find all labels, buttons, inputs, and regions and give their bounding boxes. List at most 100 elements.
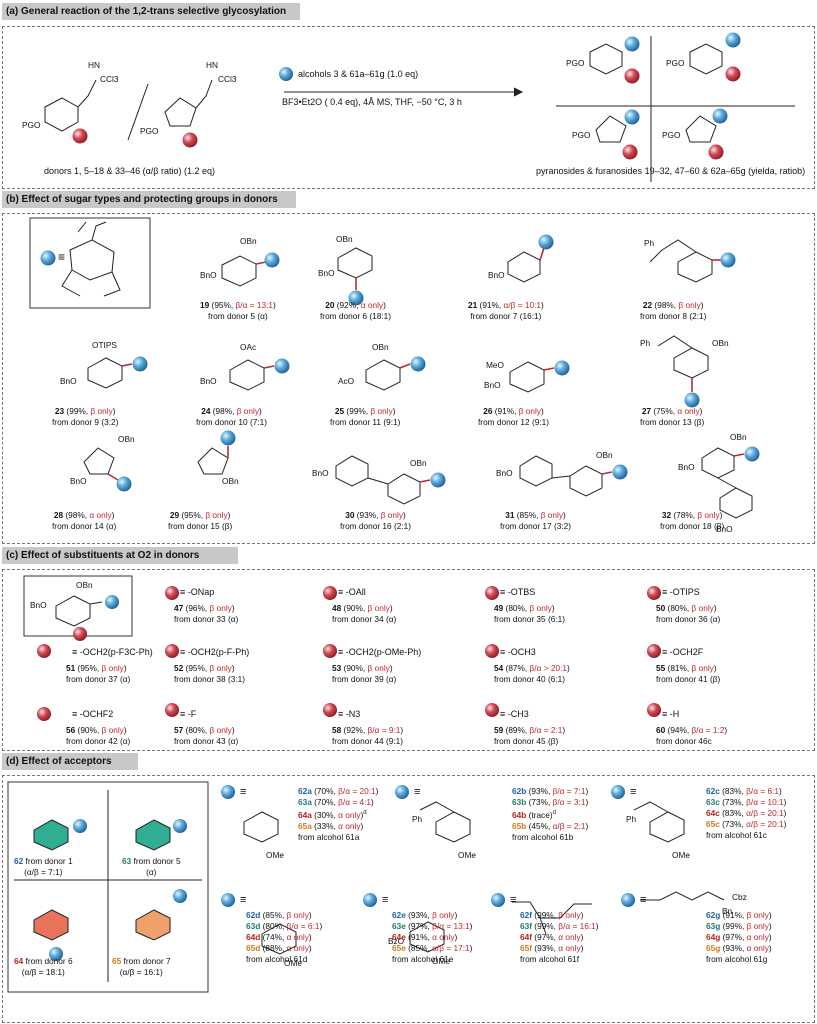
compound-yield: 89%,: [508, 725, 530, 735]
donor-text: from donor 6: [25, 956, 73, 966]
blue-ball: [624, 109, 640, 125]
compound-result: 32 (78%, β only): [661, 510, 723, 520]
result-yield: 97%,: [725, 932, 747, 942]
compound-result: 24 (98%, β only): [201, 406, 262, 416]
result-yield: 91%,: [410, 932, 433, 942]
result-yield: 83%,: [724, 808, 747, 818]
result-number: 63f: [520, 921, 532, 931]
result-group: 62f (99%, β only)63f (99%, β/α = 16:1)64…: [520, 910, 599, 965]
footnote-d: d: [552, 810, 556, 816]
result-number: 63d: [246, 921, 261, 931]
compound-number: 22: [642, 300, 653, 310]
substituent-group: -OTIPS: [669, 587, 700, 597]
result-row: 63a (70%, β/α = 4:1): [298, 797, 374, 807]
result-row: 64a (30%, α only)d: [298, 809, 367, 820]
compound-yield: 95%,: [214, 300, 236, 310]
substituent-formula: ≡ -OCHF2: [72, 709, 113, 719]
compound-label: 26 (91%, β only)from donor 12 (9:1): [478, 406, 549, 428]
result-row: 62c (83%, β/α = 6:1): [706, 786, 782, 796]
compound-result: 50 (80%, β only): [656, 603, 717, 613]
compound-donor: from donor 7 (16:1): [470, 311, 542, 321]
compound-yield: 91%,: [482, 300, 504, 310]
result-selectivity: α/β = 20:1: [746, 819, 784, 829]
compound-label: 59 (89%, β/α = 2:1)from donor 45 (β): [494, 725, 565, 747]
alcohol-source: from alcohol 61e: [392, 954, 454, 964]
compound-result: 47 (96%, β only): [174, 603, 235, 613]
compound-donor: from donor 5 (α): [208, 311, 268, 321]
compound-number: 47: [174, 603, 184, 613]
result-selectivity: α/β = 2:1: [552, 820, 586, 831]
compound-result: 48 (90%, β only): [332, 603, 393, 613]
result-row: 62a (70%, β/α = 20:1): [298, 786, 379, 796]
label-obn: OBn: [410, 458, 427, 468]
label-cbz: Cbz: [732, 892, 747, 902]
compound-number: 49: [494, 603, 504, 613]
result-selectivity: β only: [746, 910, 769, 920]
equiv-sign: ≡: [180, 587, 188, 597]
atom-ccl3: CCl3: [100, 74, 119, 84]
compound-yield: 92%,: [346, 725, 368, 735]
compound-number: 26: [483, 406, 493, 416]
label-obn: OBn: [118, 434, 135, 444]
result-row: 65g (93%, α only): [706, 943, 772, 953]
donor-line: 62 from donor 1: [14, 856, 73, 867]
compound-selectivity: β only: [380, 510, 404, 520]
compound-selectivity: β/α = 13:1: [235, 300, 274, 310]
compound-selectivity: β only: [205, 510, 228, 520]
result-row: 64f (97%, α only): [520, 932, 584, 942]
compound-yield: 95%,: [184, 510, 206, 520]
result-row: 62b (93%, β/α = 7:1): [512, 786, 589, 796]
donor-text: from donor 1: [25, 856, 73, 866]
result-selectivity: β/α = 20:1: [338, 786, 376, 796]
equiv-sign: ≡: [500, 709, 508, 719]
compound-label: 31 (85%, β only)from donor 17 (3:2): [500, 510, 571, 532]
compound-result: 28 (98%, α only): [53, 510, 115, 520]
result-yield: 93%,: [410, 910, 433, 920]
compound-result: 54 (87%, β/α > 20:1): [494, 663, 570, 673]
result-selectivity: α only: [286, 943, 309, 953]
compound-yield: 92%,: [339, 300, 361, 310]
equiv-sign: ≡: [58, 250, 66, 264]
compound-label: 57 (80%, β only)from donor 43 (α): [174, 725, 238, 747]
label-bno: BnO: [200, 376, 217, 386]
result-group: 62d (85%, β only)63d (80%, β/α = 6:1)64d…: [246, 910, 322, 965]
result-yield: 45%,: [531, 820, 553, 831]
atom-pgo: PGO: [140, 126, 159, 136]
result-selectivity: β only: [558, 910, 581, 920]
result-selectivity: β only: [286, 910, 309, 920]
alcohol-source: from alcohol 61b: [512, 831, 574, 842]
result-yield: 73%,: [724, 797, 747, 807]
compound-label: 51 (95%, β only)from donor 37 (α): [66, 663, 130, 685]
result-number: 65c: [706, 819, 720, 829]
result-yield: 93%,: [537, 943, 559, 953]
result-group: 62c (83%, β/α = 6:1)63c (73%, β/α = 10:1…: [706, 786, 786, 841]
compound-result: 21 (91%, α/β = 10:1): [468, 300, 544, 310]
compound-selectivity: α/β = 10:1: [503, 300, 542, 310]
compound-label: 48 (90%, β only)from donor 34 (α): [332, 603, 396, 625]
result-selectivity: α only: [338, 809, 361, 820]
result-yield: 80%,: [265, 921, 287, 931]
label-ph: Ph: [412, 814, 423, 824]
result-yield: 85%,: [410, 943, 433, 953]
blue-ball: [430, 472, 446, 488]
label-bno: BnO: [312, 468, 329, 478]
result-yield: 93%,: [531, 786, 553, 796]
compound-number: 51: [66, 663, 76, 673]
label-ph: Ph: [644, 238, 655, 248]
compound-selectivity: β only: [209, 725, 232, 735]
substituent-group: -CH3: [507, 709, 529, 719]
substituent-group: -OCHF2: [79, 709, 114, 719]
equiv-sign: ≡: [630, 786, 637, 798]
result-yield: 74%,: [265, 932, 287, 942]
result-yield: 91%,: [725, 910, 747, 920]
section-d-header: (d) Effect of acceptors: [2, 753, 138, 770]
equiv-sign: ≡: [240, 786, 247, 798]
product-caption: pyranosides & furanosides 19–32, 47–60 &…: [536, 166, 806, 176]
result-selectivity: α only: [558, 943, 581, 953]
label-obn: OBn: [76, 580, 93, 590]
red-pyranose: [33, 909, 69, 941]
label-bno: BnO: [484, 380, 501, 390]
compound-number: 58: [332, 725, 342, 735]
green-pyranose: [33, 819, 69, 851]
result-selectivity: β/α = 6:1: [286, 921, 320, 931]
